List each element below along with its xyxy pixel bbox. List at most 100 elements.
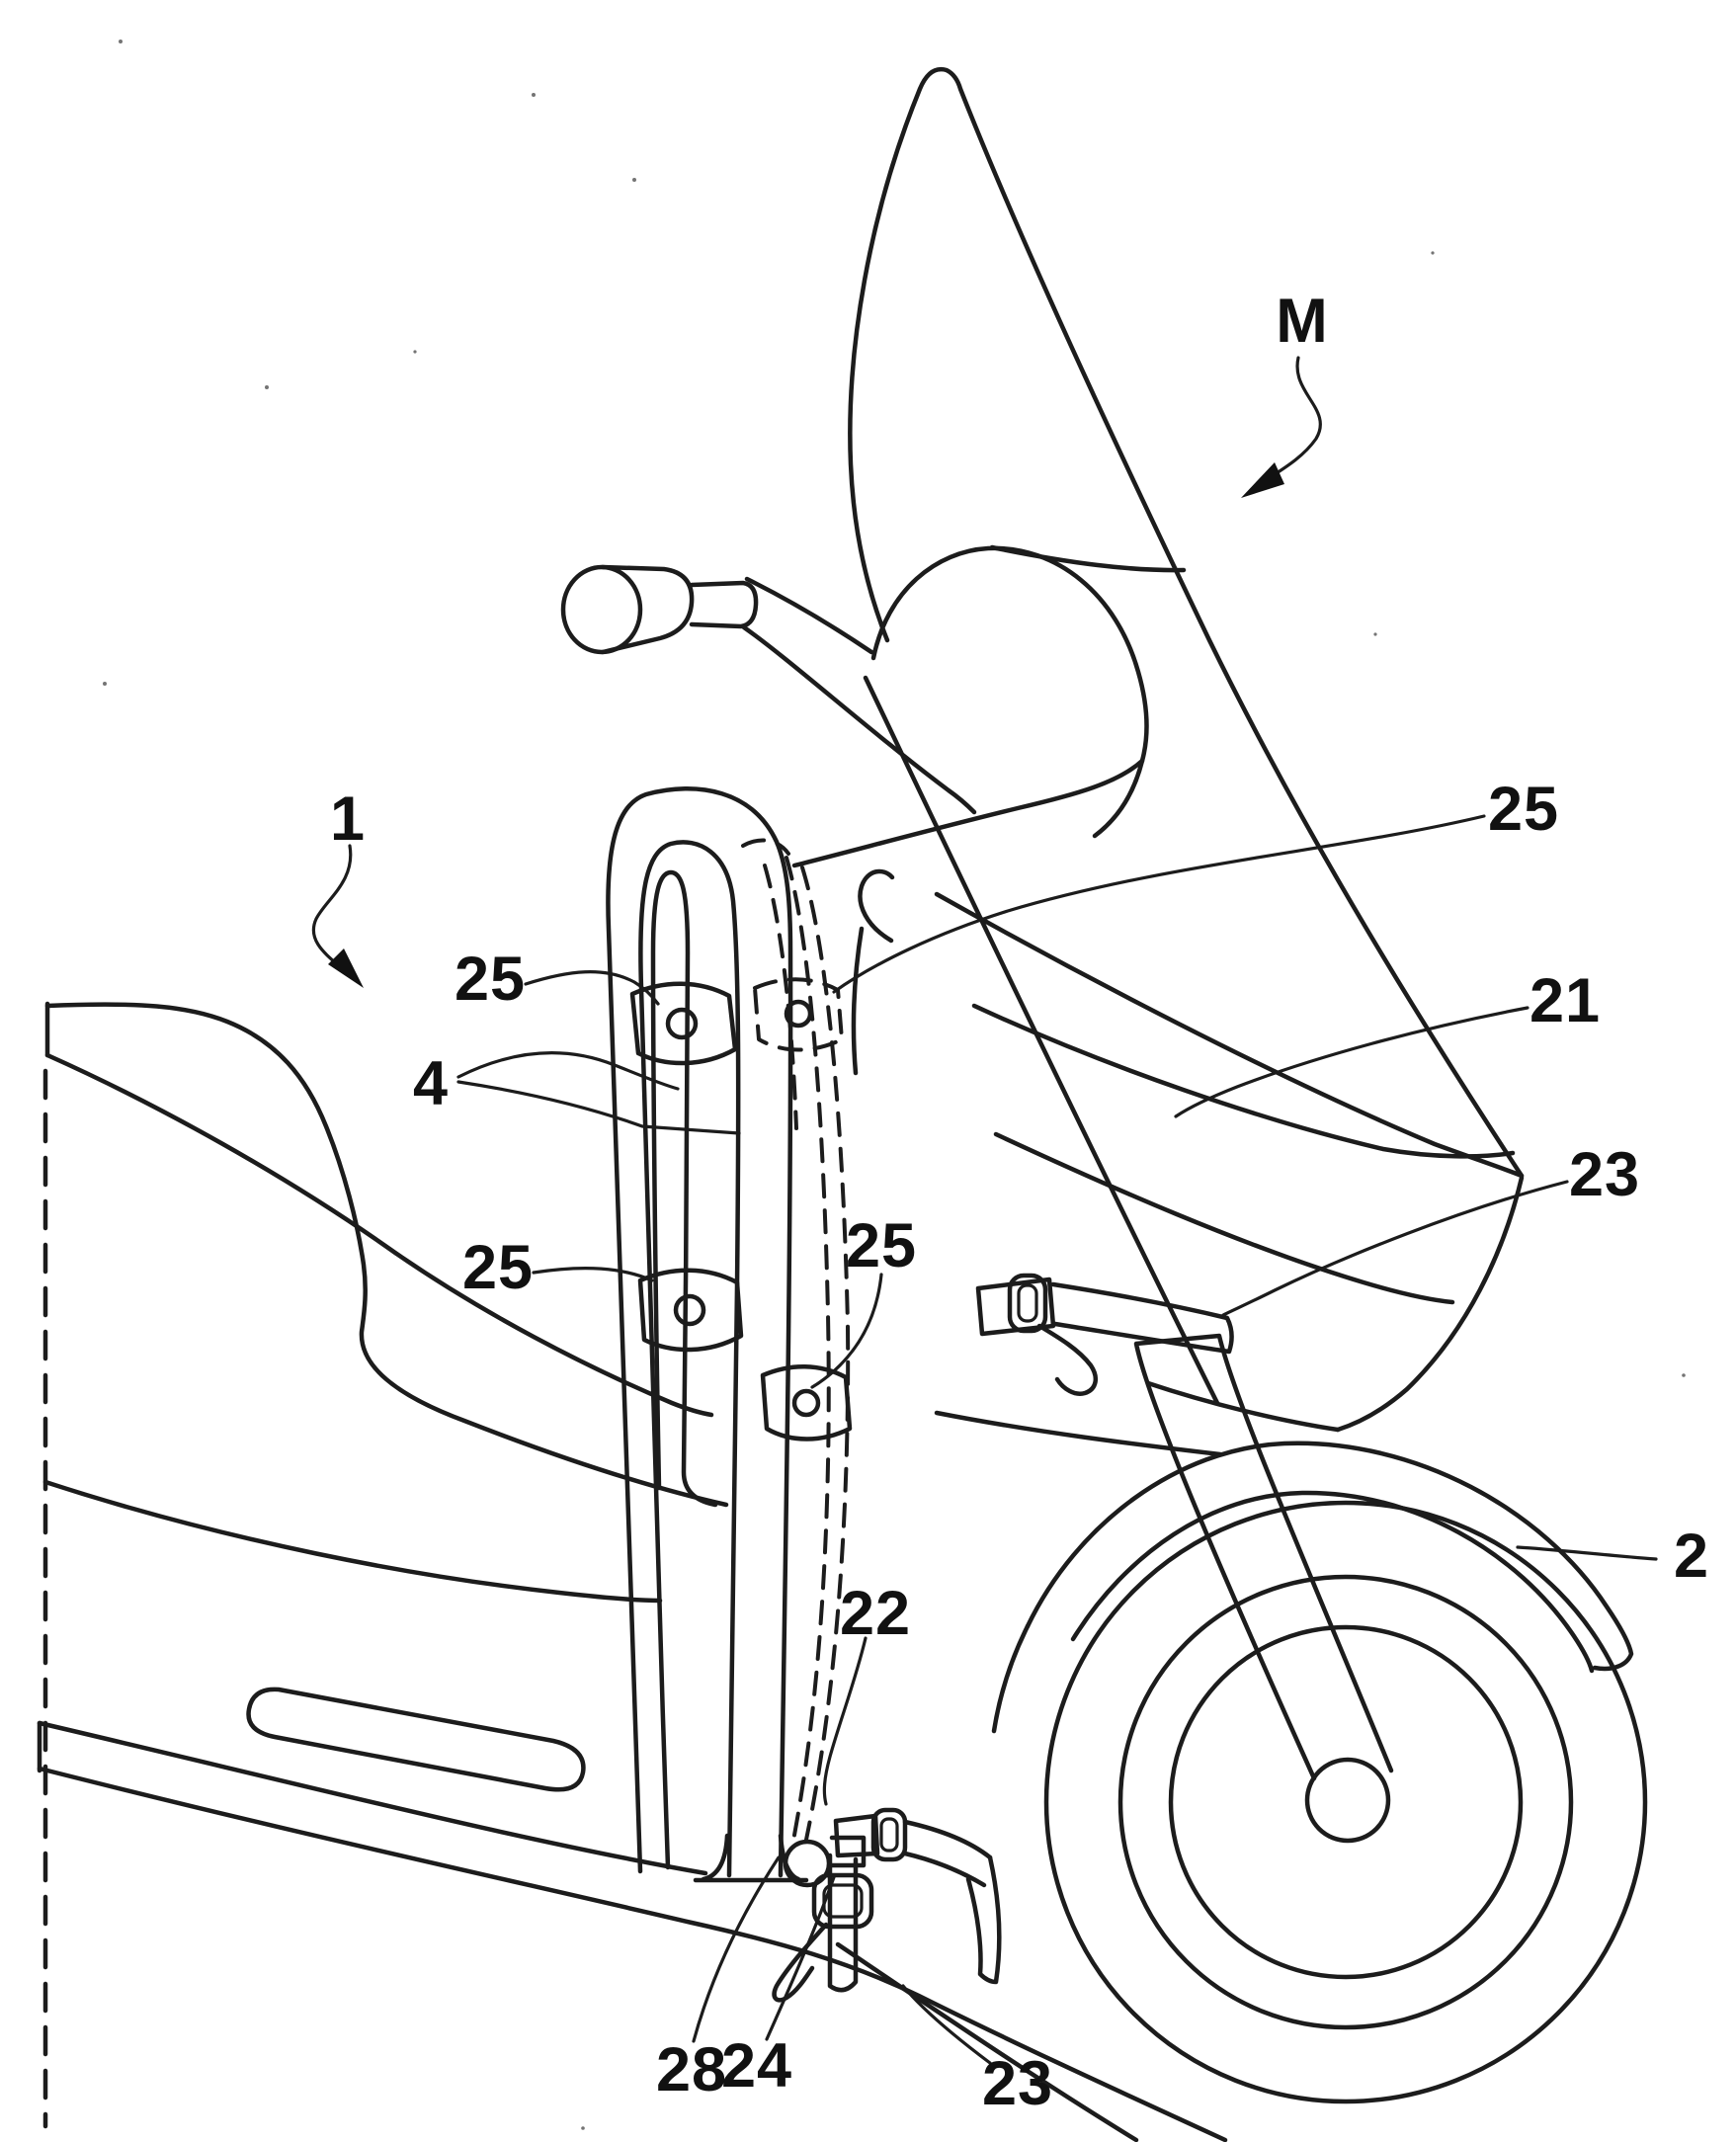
fender-outer-arc (1025, 1441, 1634, 1672)
hanging-strap-ring-outer (811, 1872, 874, 1930)
leader-22 (822, 1636, 868, 1806)
tire-inner-circle (1117, 1574, 1574, 2030)
handlebar (560, 564, 977, 815)
clamp-hidden-lower-hole (791, 1388, 821, 1418)
ref-label-21: 21 (1529, 966, 1601, 1035)
clamp-hidden-lower-bracket (760, 1364, 853, 1442)
foot-strap-band (902, 1819, 993, 1888)
seatback-frame-tubes (606, 786, 809, 1883)
body-lower-contour (42, 1479, 663, 1604)
foot-strap-ring-inner (879, 1817, 899, 1853)
handlebar-grip-end (560, 564, 643, 655)
ref-label-25-middle: 25 (846, 1211, 917, 1280)
strap-clamps (629, 977, 853, 1442)
lower-strap-buckles (772, 1807, 1002, 2003)
leader-25-top-right (832, 814, 1486, 994)
body-lower-line (934, 1410, 1223, 1457)
hidden-frame-tube-dashed (741, 838, 851, 1848)
handlebar-grip-body (600, 564, 759, 655)
upper-strap-band (1050, 1281, 1234, 1355)
floorboard-upper-edge (37, 1720, 708, 1876)
hidden-tube-line-3 (763, 864, 798, 1130)
saddle-front-hook (851, 868, 895, 1076)
saddle-bottom-sweep (791, 758, 1145, 868)
pocket-recess (246, 1687, 586, 1792)
ref-label-24: 24 (721, 2031, 792, 2101)
ref-label-m: M (1276, 287, 1328, 356)
clamp-lower-left-hole (673, 1293, 706, 1327)
ref-label-1: 1 (330, 784, 366, 854)
saddle-hump (870, 545, 1149, 839)
fork-leg (1133, 1333, 1394, 1781)
ref-label-25-lower-left: 25 (462, 1233, 534, 1302)
saddle-top-rear-line (989, 544, 1187, 573)
leader-4-lower (456, 1080, 741, 1135)
foot-strap-tail (965, 1854, 1002, 1985)
leader-28 (692, 1855, 781, 2043)
leader-23-right (1221, 1180, 1569, 1317)
ref-label-28: 28 (656, 2035, 727, 2104)
leader-24 (765, 1875, 836, 2041)
beak-upper-line (934, 891, 1525, 1179)
floorboard (37, 1720, 1228, 2142)
ref-label-2: 2 (1674, 1522, 1709, 1591)
upper-strap-ring-outer (1007, 1273, 1048, 1334)
saddle-outline (791, 544, 1187, 1076)
windshield-outline (848, 66, 1525, 1179)
upper-strap-end (975, 1277, 1056, 1337)
upper-strap-ring-inner (1017, 1283, 1038, 1323)
rim-circle (1168, 1624, 1524, 1980)
beak-lower-line (971, 1003, 1516, 1159)
ref-label-23-right: 23 (1569, 1140, 1640, 1209)
hanging-strap-tail (772, 1922, 829, 2003)
body-top-contour (44, 1002, 729, 1508)
front-fender (991, 1441, 1634, 1734)
ref-label-4: 4 (413, 1049, 449, 1118)
front-fork (1133, 1333, 1394, 1781)
hidden-tube-top-arc (741, 838, 790, 856)
arrowhead-1 (328, 948, 364, 988)
reference-labels: M 1 25 21 23 2 25 4 25 25 22 28 24 23 (330, 287, 1709, 2118)
body-left-edge (37, 1001, 50, 1773)
tire-outer-circle (1043, 1500, 1648, 2104)
floorboard-lower-edge (37, 1766, 1228, 2142)
leader-23-bottom (901, 1984, 992, 2065)
frame-outer-tube (606, 786, 793, 1878)
leader-m (1261, 356, 1322, 484)
underbody-line (835, 1941, 1139, 2142)
leader-2 (1516, 1545, 1658, 1561)
body-mid-line (993, 1131, 1455, 1305)
leader-25-middle (810, 1273, 883, 1389)
foot-strap-ring-outer (870, 1807, 908, 1862)
fender-inner-arc (1070, 1490, 1595, 1674)
upper-strap-buckle (975, 1273, 1234, 1396)
handlebar-stem-lines (741, 576, 977, 815)
frame-inner-loop (650, 869, 718, 1508)
leader-4-upper (456, 1050, 680, 1091)
clamp-hidden-upper-hole (784, 999, 813, 1029)
clamp-upper-left-bracket (629, 981, 738, 1066)
arrowhead-m (1241, 462, 1284, 498)
clamp-lower-left-bracket (637, 1268, 744, 1353)
body-mid-contour (44, 1052, 714, 1418)
clamp-upper-left-hole (665, 1007, 699, 1040)
ref-label-25-top-right: 25 (1488, 775, 1559, 844)
support-bar-21 (863, 675, 1220, 1406)
ref-label-25-upper-left: 25 (455, 945, 526, 1014)
front-wheel (1043, 1500, 1648, 2104)
leader-1 (311, 844, 353, 972)
windshield-edge (848, 66, 1525, 1179)
hidden-tube-line-1 (785, 856, 831, 1848)
beak-underside (1335, 1175, 1525, 1433)
leader-25-upper-left (524, 970, 660, 1006)
leader-21 (1174, 1006, 1529, 1118)
leader-25-lower-left (532, 1267, 654, 1282)
leader-lines (311, 356, 1658, 2065)
ref-label-23-bottom: 23 (982, 2049, 1053, 2118)
upper-strap-tail (1036, 1323, 1099, 1396)
fender-left-tail (991, 1623, 1031, 1734)
knob-plate (829, 1835, 867, 1868)
ref-label-22: 22 (840, 1579, 911, 1648)
